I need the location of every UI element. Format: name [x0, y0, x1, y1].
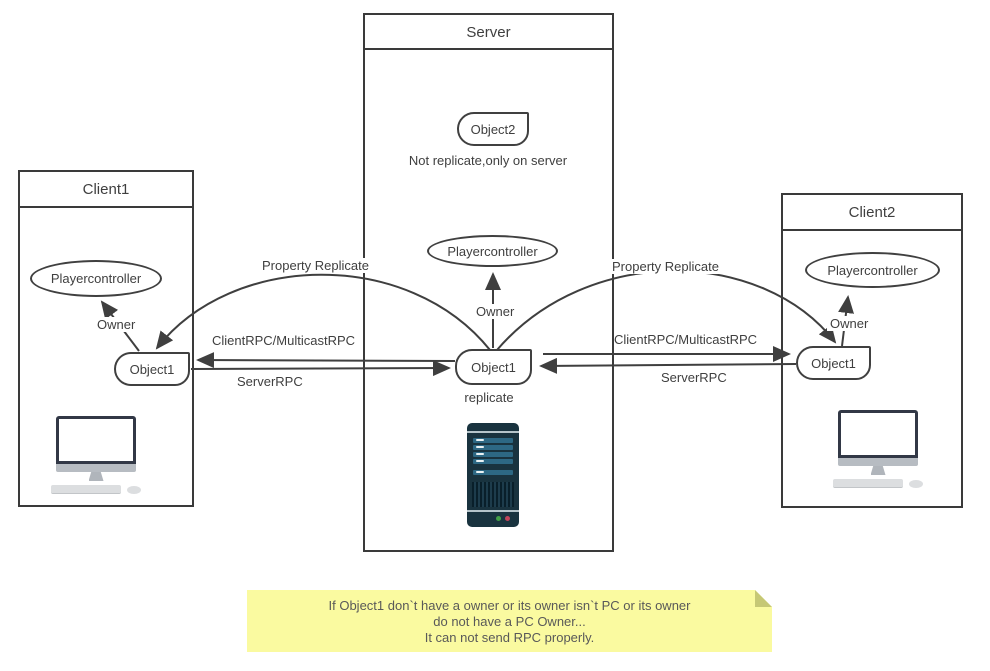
server-title: Server — [365, 15, 612, 50]
note-line-1: If Object1 don`t have a owner or its own… — [328, 598, 691, 613]
property-replicate-right-label: Property Replicate — [609, 259, 722, 274]
client1-object1-shape: Object1 — [114, 352, 190, 386]
red-led — [505, 516, 510, 521]
client1-computer-icon — [50, 416, 142, 494]
client1-playercontroller-shape: Playercontroller — [30, 260, 162, 297]
server-tower-icon — [467, 423, 519, 527]
drive-bays — [467, 433, 519, 475]
server-rpc-left-label: ServerRPC — [237, 374, 303, 389]
client2-object1-shape: Object1 — [796, 346, 871, 380]
status-leds — [467, 512, 519, 521]
vent-grille — [472, 482, 514, 507]
server-object2-caption: Not replicate,only on server — [408, 153, 568, 168]
folded-corner-icon — [755, 590, 772, 607]
client-rpc-left-label: ClientRPC/MulticastRPC — [212, 333, 356, 348]
server-object2-shape: Object2 — [457, 112, 529, 146]
server-rpc-right-label: ServerRPC — [661, 370, 727, 385]
property-replicate-left-label: Property Replicate — [259, 258, 372, 273]
mouse-icon — [127, 485, 141, 494]
client2-owner-label: Owner — [827, 316, 872, 331]
monitor-screen — [838, 410, 918, 458]
client2-computer-icon — [832, 410, 924, 488]
client2-title: Client2 — [783, 195, 961, 231]
server-playercontroller-shape: Playercontroller — [427, 235, 558, 267]
server-object1-caption: replicate — [464, 390, 514, 405]
keyboard-icon — [833, 479, 903, 488]
keyboard-icon — [51, 485, 121, 494]
server-owner-label: Owner — [473, 304, 518, 319]
note-line-3: It can not send RPC properly. — [424, 630, 595, 645]
green-led — [496, 516, 501, 521]
monitor-screen — [56, 416, 136, 464]
note-line-2: do not have a PC Owner... — [433, 614, 586, 629]
client-rpc-right-label: ClientRPC/MulticastRPC — [614, 332, 758, 347]
server-object1-shape: Object1 — [455, 349, 532, 385]
client2-playercontroller-shape: Playercontroller — [805, 252, 940, 288]
client1-owner-label: Owner — [94, 317, 139, 332]
sticky-note: If Object1 don`t have a owner or its own… — [247, 590, 772, 652]
mouse-icon — [909, 479, 923, 488]
client1-title: Client1 — [20, 172, 192, 208]
